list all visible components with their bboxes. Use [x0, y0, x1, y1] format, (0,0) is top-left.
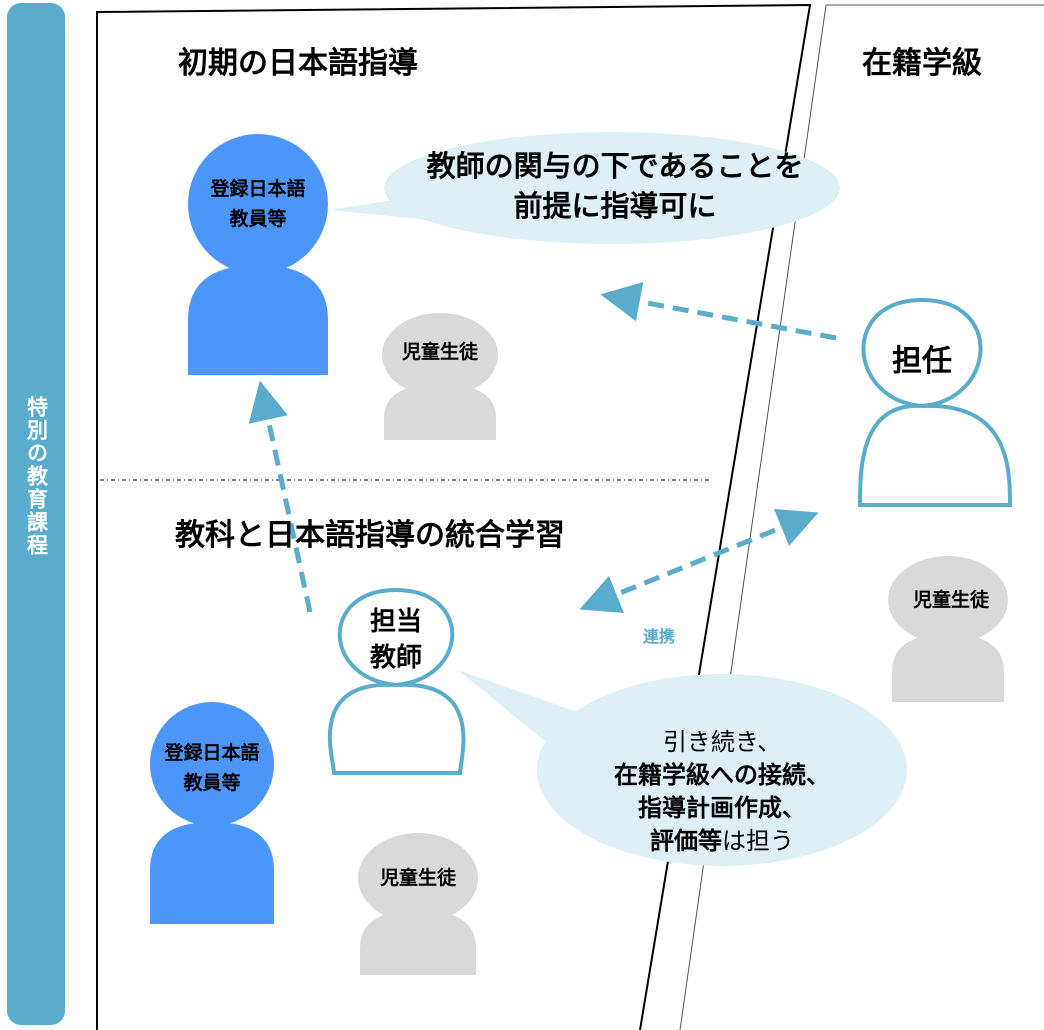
- top-bubble-line2: 前提に指導可に: [513, 189, 717, 223]
- homeroom-teacher-figure: [857, 297, 1013, 507]
- sidebar-label: 特別の教育課程: [24, 396, 49, 557]
- assigned-teacher-line2: 教師: [369, 643, 422, 673]
- bottom-bubble-line3: 指導計画作成、: [638, 794, 806, 822]
- registered-teacher-top-line1: 登録日本語: [210, 178, 306, 200]
- student-label-top: 児童生徒: [401, 341, 478, 363]
- bottom-bubble-line4-bold: 評価等: [650, 827, 722, 855]
- bottom-speech-bubble: [458, 670, 907, 866]
- arrow-assigned-to-registered: [248, 380, 313, 613]
- student-figure-top: [382, 313, 498, 440]
- assigned-teacher-figure: [327, 587, 466, 775]
- registered-teacher-bottom-label: 登録日本語 教員等: [142, 738, 282, 798]
- top-bubble-text: 教師の関与の下であることを 前提に指導可に: [400, 146, 830, 226]
- section-title-integrated: 教科と日本語指導の統合学習: [175, 518, 565, 553]
- registered-teacher-bottom-figure: [150, 702, 274, 924]
- registered-teacher-top-line2: 教員等: [229, 208, 287, 230]
- registered-teacher-bottom-line2: 教員等: [183, 772, 241, 794]
- bottom-bubble-line1: 引き続き、: [662, 728, 782, 756]
- bottom-bubble-line4: 評価等は担う: [552, 825, 892, 858]
- section-title-class: 在籍学級: [862, 46, 982, 81]
- top-bubble-line1: 教師の関与の下であることを: [426, 149, 804, 183]
- arrow-cooperation: [579, 508, 819, 614]
- top-speech-bubble: [330, 132, 840, 244]
- registered-teacher-top-label: 登録日本語 教員等: [188, 174, 328, 234]
- cooperation-label: 連携: [643, 627, 676, 646]
- student-label-bottom: 児童生徒: [379, 867, 456, 889]
- homeroom-teacher-label: 担任: [892, 344, 952, 379]
- assigned-teacher-label: 担当 教師: [346, 604, 446, 676]
- bottom-bubble-line2: 在籍学級への接続、: [614, 761, 830, 789]
- registered-teacher-bottom-line1: 登録日本語: [164, 742, 260, 764]
- student-label-right: 児童生徒: [912, 589, 989, 611]
- bottom-bubble-line4-rest: は担う: [722, 827, 794, 855]
- bottom-bubble-text: 引き続き、 在籍学級への接続、 指導計画作成、 評価等は担う: [552, 726, 892, 858]
- sidebar-band: [7, 3, 65, 1025]
- registered-teacher-top-figure: [188, 134, 328, 375]
- assigned-teacher-line1: 担当: [369, 607, 422, 637]
- arrow-homeroom-to-initial: [600, 281, 837, 341]
- section-title-initial: 初期の日本語指導: [178, 46, 418, 81]
- student-figure-right: [888, 556, 1008, 702]
- student-figure-bottom: [358, 833, 478, 975]
